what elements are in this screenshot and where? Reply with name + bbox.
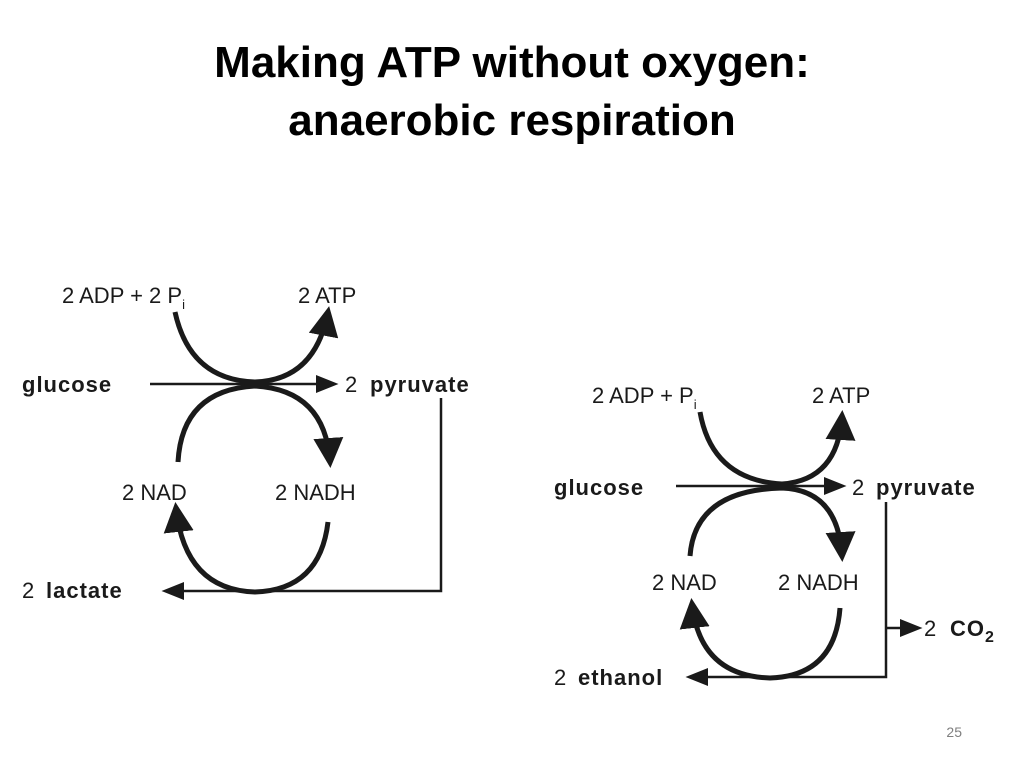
pyruvate-coefficient: 2 — [345, 372, 357, 397]
slide-number: 25 — [946, 724, 962, 740]
pyruvate-to-ethanol-arrow — [685, 502, 888, 686]
atp-synthesis-arrow — [697, 410, 856, 487]
title-line-2: anaerobic respiration — [288, 96, 736, 145]
lactate-label: lactate — [46, 578, 123, 603]
atp-label: 2 ATP — [298, 283, 356, 308]
nad-regeneration-arrow — [679, 598, 843, 681]
nadh-label: 2 NADH — [275, 480, 356, 505]
title-line-1: Making ATP without oxygen: — [214, 38, 810, 87]
nad-label: 2 NAD — [122, 480, 187, 505]
pyruvate-coefficient: 2 — [852, 475, 864, 500]
co2-coefficient: 2 — [924, 616, 936, 641]
lactate-coefficient: 2 — [22, 578, 34, 603]
nad-reduction-arrow — [175, 383, 344, 468]
atp-synthesis-arrow — [172, 306, 339, 385]
co2-label: CO2 — [950, 616, 995, 646]
nad-regeneration-arrow — [163, 502, 331, 595]
ethanol-label: ethanol — [578, 665, 663, 690]
ethanol-coefficient: 2 — [554, 665, 566, 690]
pyruvate-label: pyruvate — [876, 475, 976, 500]
glucose-label: glucose — [22, 372, 112, 397]
nad-reduction-arrow — [687, 485, 856, 562]
pyruvate-label: pyruvate — [370, 372, 470, 397]
nadh-label: 2 NADH — [778, 570, 859, 595]
slide-title: Making ATP without oxygen: anaerobic res… — [0, 34, 1024, 150]
adp-label: 2 ADP + Pi — [592, 383, 697, 412]
pyruvate-to-lactate-arrow — [161, 398, 443, 600]
nad-label: 2 NAD — [652, 570, 717, 595]
adp-label: 2 ADP + 2 Pi — [62, 283, 185, 312]
ethanol-fermentation-diagram: 2 ADP + Pi 2 ATP glucose 2 pyruvate 2 NA… — [554, 383, 995, 690]
glucose-label: glucose — [554, 475, 644, 500]
lactate-fermentation-diagram: 2 ADP + 2 Pi 2 ATP glucose 2 pyruvate 2 … — [22, 283, 470, 603]
atp-label: 2 ATP — [812, 383, 870, 408]
